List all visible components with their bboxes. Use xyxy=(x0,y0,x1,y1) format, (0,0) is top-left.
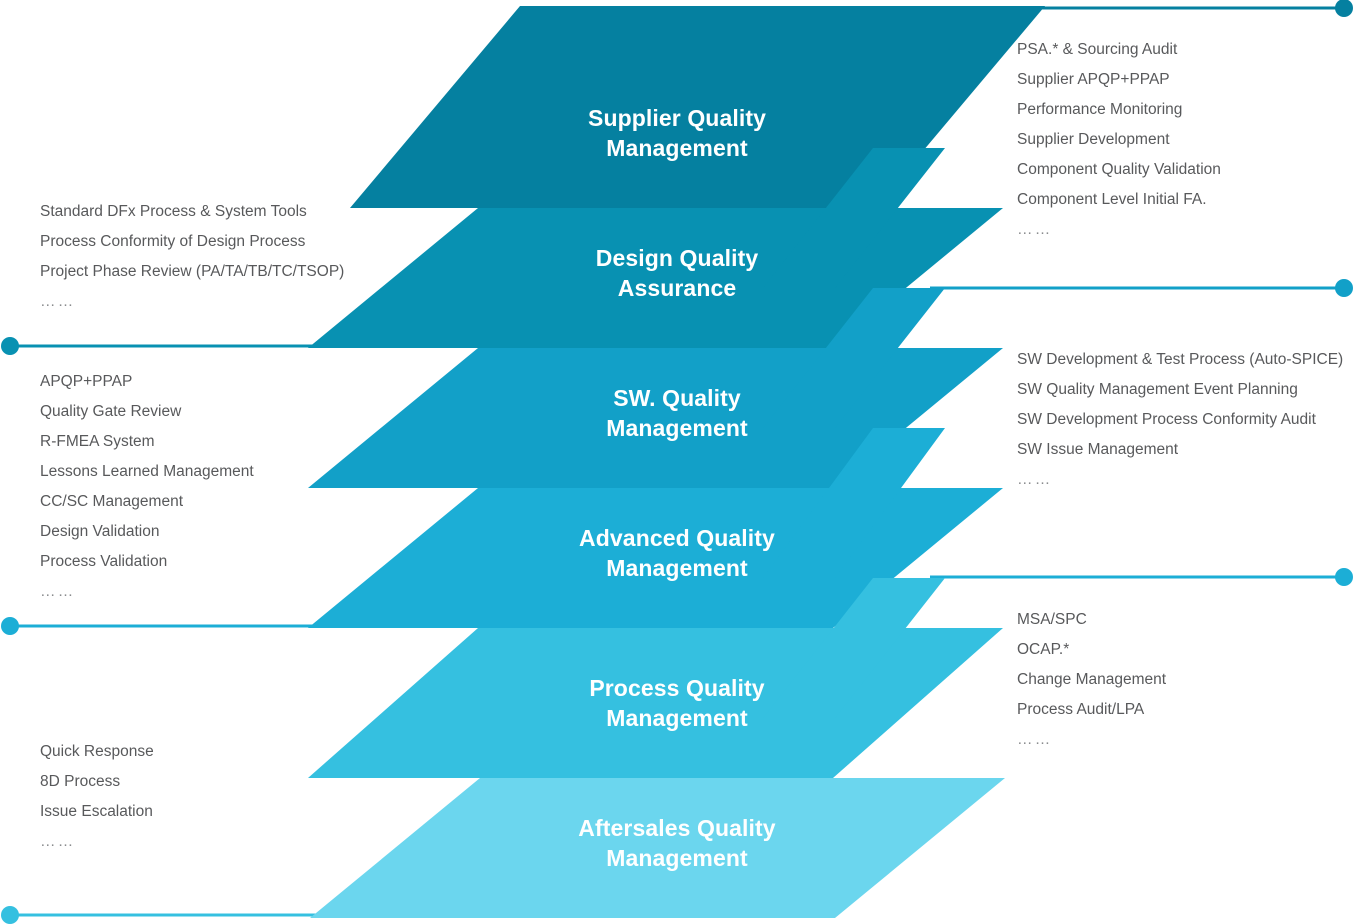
detail-item: Component Quality Validation xyxy=(1017,161,1221,178)
band-shape-design-tail xyxy=(763,288,945,428)
detail-item: PSA.* & Sourcing Audit xyxy=(1017,41,1178,58)
detail-item: APQP+PPAP xyxy=(40,373,133,390)
detail-item: SW Development & Test Process (Auto-SPIC… xyxy=(1017,351,1344,368)
detail-item: Issue Escalation xyxy=(40,803,153,820)
detail-item: SW Issue Management xyxy=(1017,441,1179,458)
detail-item: 8D Process xyxy=(40,773,121,790)
band-shape-supplier-tail xyxy=(763,148,945,288)
detail-ellipsis: …… xyxy=(40,293,76,310)
band-shape-advanced-tail xyxy=(763,578,945,718)
detail-item: Process Validation xyxy=(40,553,168,570)
detail-item: Supplier APQP+PPAP xyxy=(1017,71,1170,88)
detail-ellipsis: …… xyxy=(1017,471,1053,488)
detail-item: MSA/SPC xyxy=(1017,611,1087,628)
detail-item: Supplier Development xyxy=(1017,131,1170,148)
connector-process-quality xyxy=(930,568,1353,586)
detail-item: Standard DFx Process & System Tools xyxy=(40,203,307,220)
band-shape-supplier-quality-management xyxy=(350,6,1045,208)
detail-item: Process Audit/LPA xyxy=(1017,701,1145,718)
detail-item: SW Development Process Conformity Audit xyxy=(1017,411,1316,428)
detail-item: CC/SC Management xyxy=(40,493,184,510)
detail-item: OCAP.* xyxy=(1017,641,1070,658)
detail-item: Process Conformity of Design Process xyxy=(40,233,306,250)
detail-item: Project Phase Review (PA/TA/TB/TC/TSOP) xyxy=(40,263,345,280)
band-shape-sw-tail xyxy=(763,428,945,578)
detail-item: SW Quality Management Event Planning xyxy=(1017,381,1298,398)
detail-item: Design Validation xyxy=(40,523,160,540)
detail-ellipsis: …… xyxy=(40,583,76,600)
detail-item: Performance Monitoring xyxy=(1017,101,1183,118)
detail-ellipsis: …… xyxy=(1017,221,1053,238)
detail-item: Quick Response xyxy=(40,743,154,760)
detail-item: R-FMEA System xyxy=(40,433,155,450)
detail-ellipsis: …… xyxy=(1017,731,1053,748)
detail-item: Change Management xyxy=(1017,671,1167,688)
detail-list-sw-quality: SW Development & Test Process (Auto-SPIC… xyxy=(1017,345,1343,495)
detail-item: Component Level Initial FA. xyxy=(1017,191,1207,208)
connector-sw-quality xyxy=(930,279,1353,297)
detail-item: Lessons Learned Management xyxy=(40,463,254,480)
detail-item: Quality Gate Review xyxy=(40,403,182,420)
band-shape-aftersales-quality-management xyxy=(310,778,1005,918)
detail-ellipsis: …… xyxy=(40,833,76,850)
